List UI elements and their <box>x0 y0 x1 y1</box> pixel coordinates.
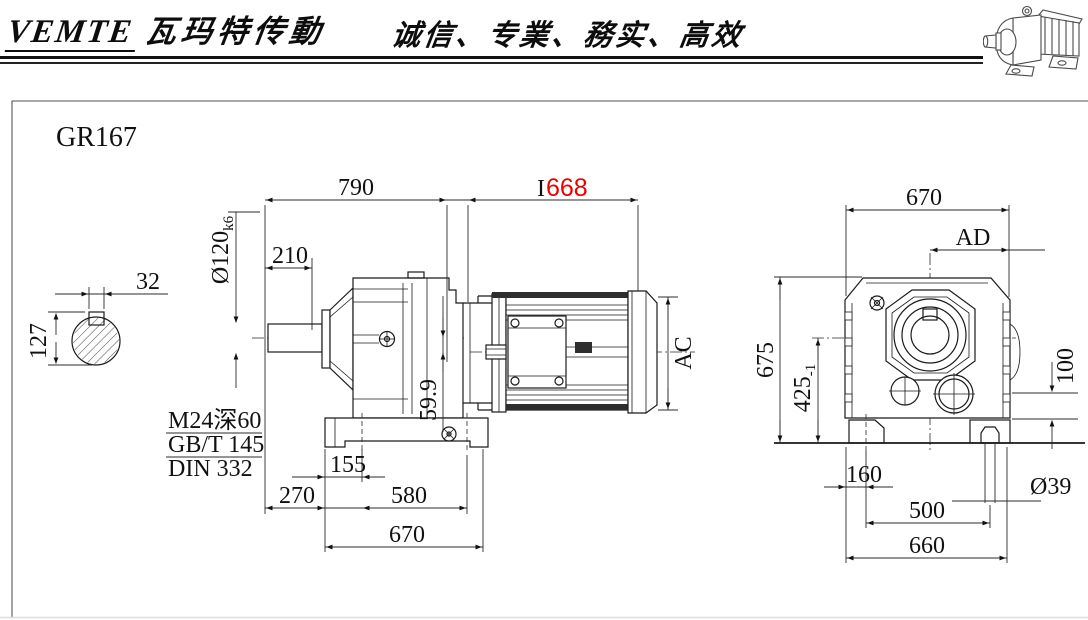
brand-logo: VEMTE 瓦玛特传動 <box>4 6 329 52</box>
drawing-frame <box>0 100 1088 619</box>
brand-chinese: 瓦玛特传動 <box>142 14 328 49</box>
terminal-box-screws <box>510 318 564 386</box>
dim-base-width: 660 <box>909 533 945 559</box>
label-ad: AD <box>956 225 991 251</box>
dim-foot-hole-span: 580 <box>391 483 427 509</box>
dim-axis-height: 425-1 <box>790 364 819 413</box>
header-rule-thick <box>0 56 983 59</box>
brand-slogan: 诚信、专業、務实、高效 <box>389 20 746 52</box>
dim-bolt-hole: Ø39 <box>1030 474 1071 500</box>
shaft-tap-note: M24深60 GB/T 145 DIN 332 <box>166 407 264 482</box>
dim-foot-edge: 160 <box>846 462 882 488</box>
dim-motor-length: I668 <box>537 174 588 202</box>
dim-foot-length: 670 <box>389 522 425 548</box>
dim-side-width: 670 <box>906 185 942 211</box>
dim-shaft-length: 210 <box>272 243 308 269</box>
front-view: 790 I668 210 Ø120k6 M24深60 GB/T 145 DIN … <box>166 174 697 552</box>
dim-foot-rise: 100 <box>1053 348 1079 384</box>
dim-bolt-span: 500 <box>909 498 945 524</box>
dim-key-width: 32 <box>136 269 160 295</box>
side-view: 670 AD 675 425-1 100 <box>753 185 1085 563</box>
dim-gearbox-length: 790 <box>338 175 374 201</box>
model-label: GR167 <box>56 122 137 153</box>
brand-latin: VEMTE <box>4 14 140 52</box>
dim-shaft-to-foot: 270 <box>279 483 315 509</box>
dim-shaft-with-key: 127 <box>26 323 52 359</box>
technical-drawing: GR167 32 127 <box>0 100 1088 619</box>
dim-shaft-diameter: Ø120k6 <box>208 215 237 284</box>
header-rule-thin <box>0 62 983 64</box>
svg-text:M24深60: M24深60 <box>168 407 261 434</box>
dim-axis-offset: 59.9 <box>416 379 442 421</box>
label-motor-diameter: AC <box>671 336 697 369</box>
svg-text:GB/T 145: GB/T 145 <box>168 432 264 458</box>
svg-text:DIN 332: DIN 332 <box>168 456 253 482</box>
gearmotor-thumbnail-icon <box>983 5 1083 77</box>
shaft-section-view: 32 127 <box>26 269 168 366</box>
side-rib-notches <box>844 311 1011 403</box>
dim-side-height: 675 <box>753 342 779 378</box>
dim-foot-hole-offset: 155 <box>330 452 366 478</box>
